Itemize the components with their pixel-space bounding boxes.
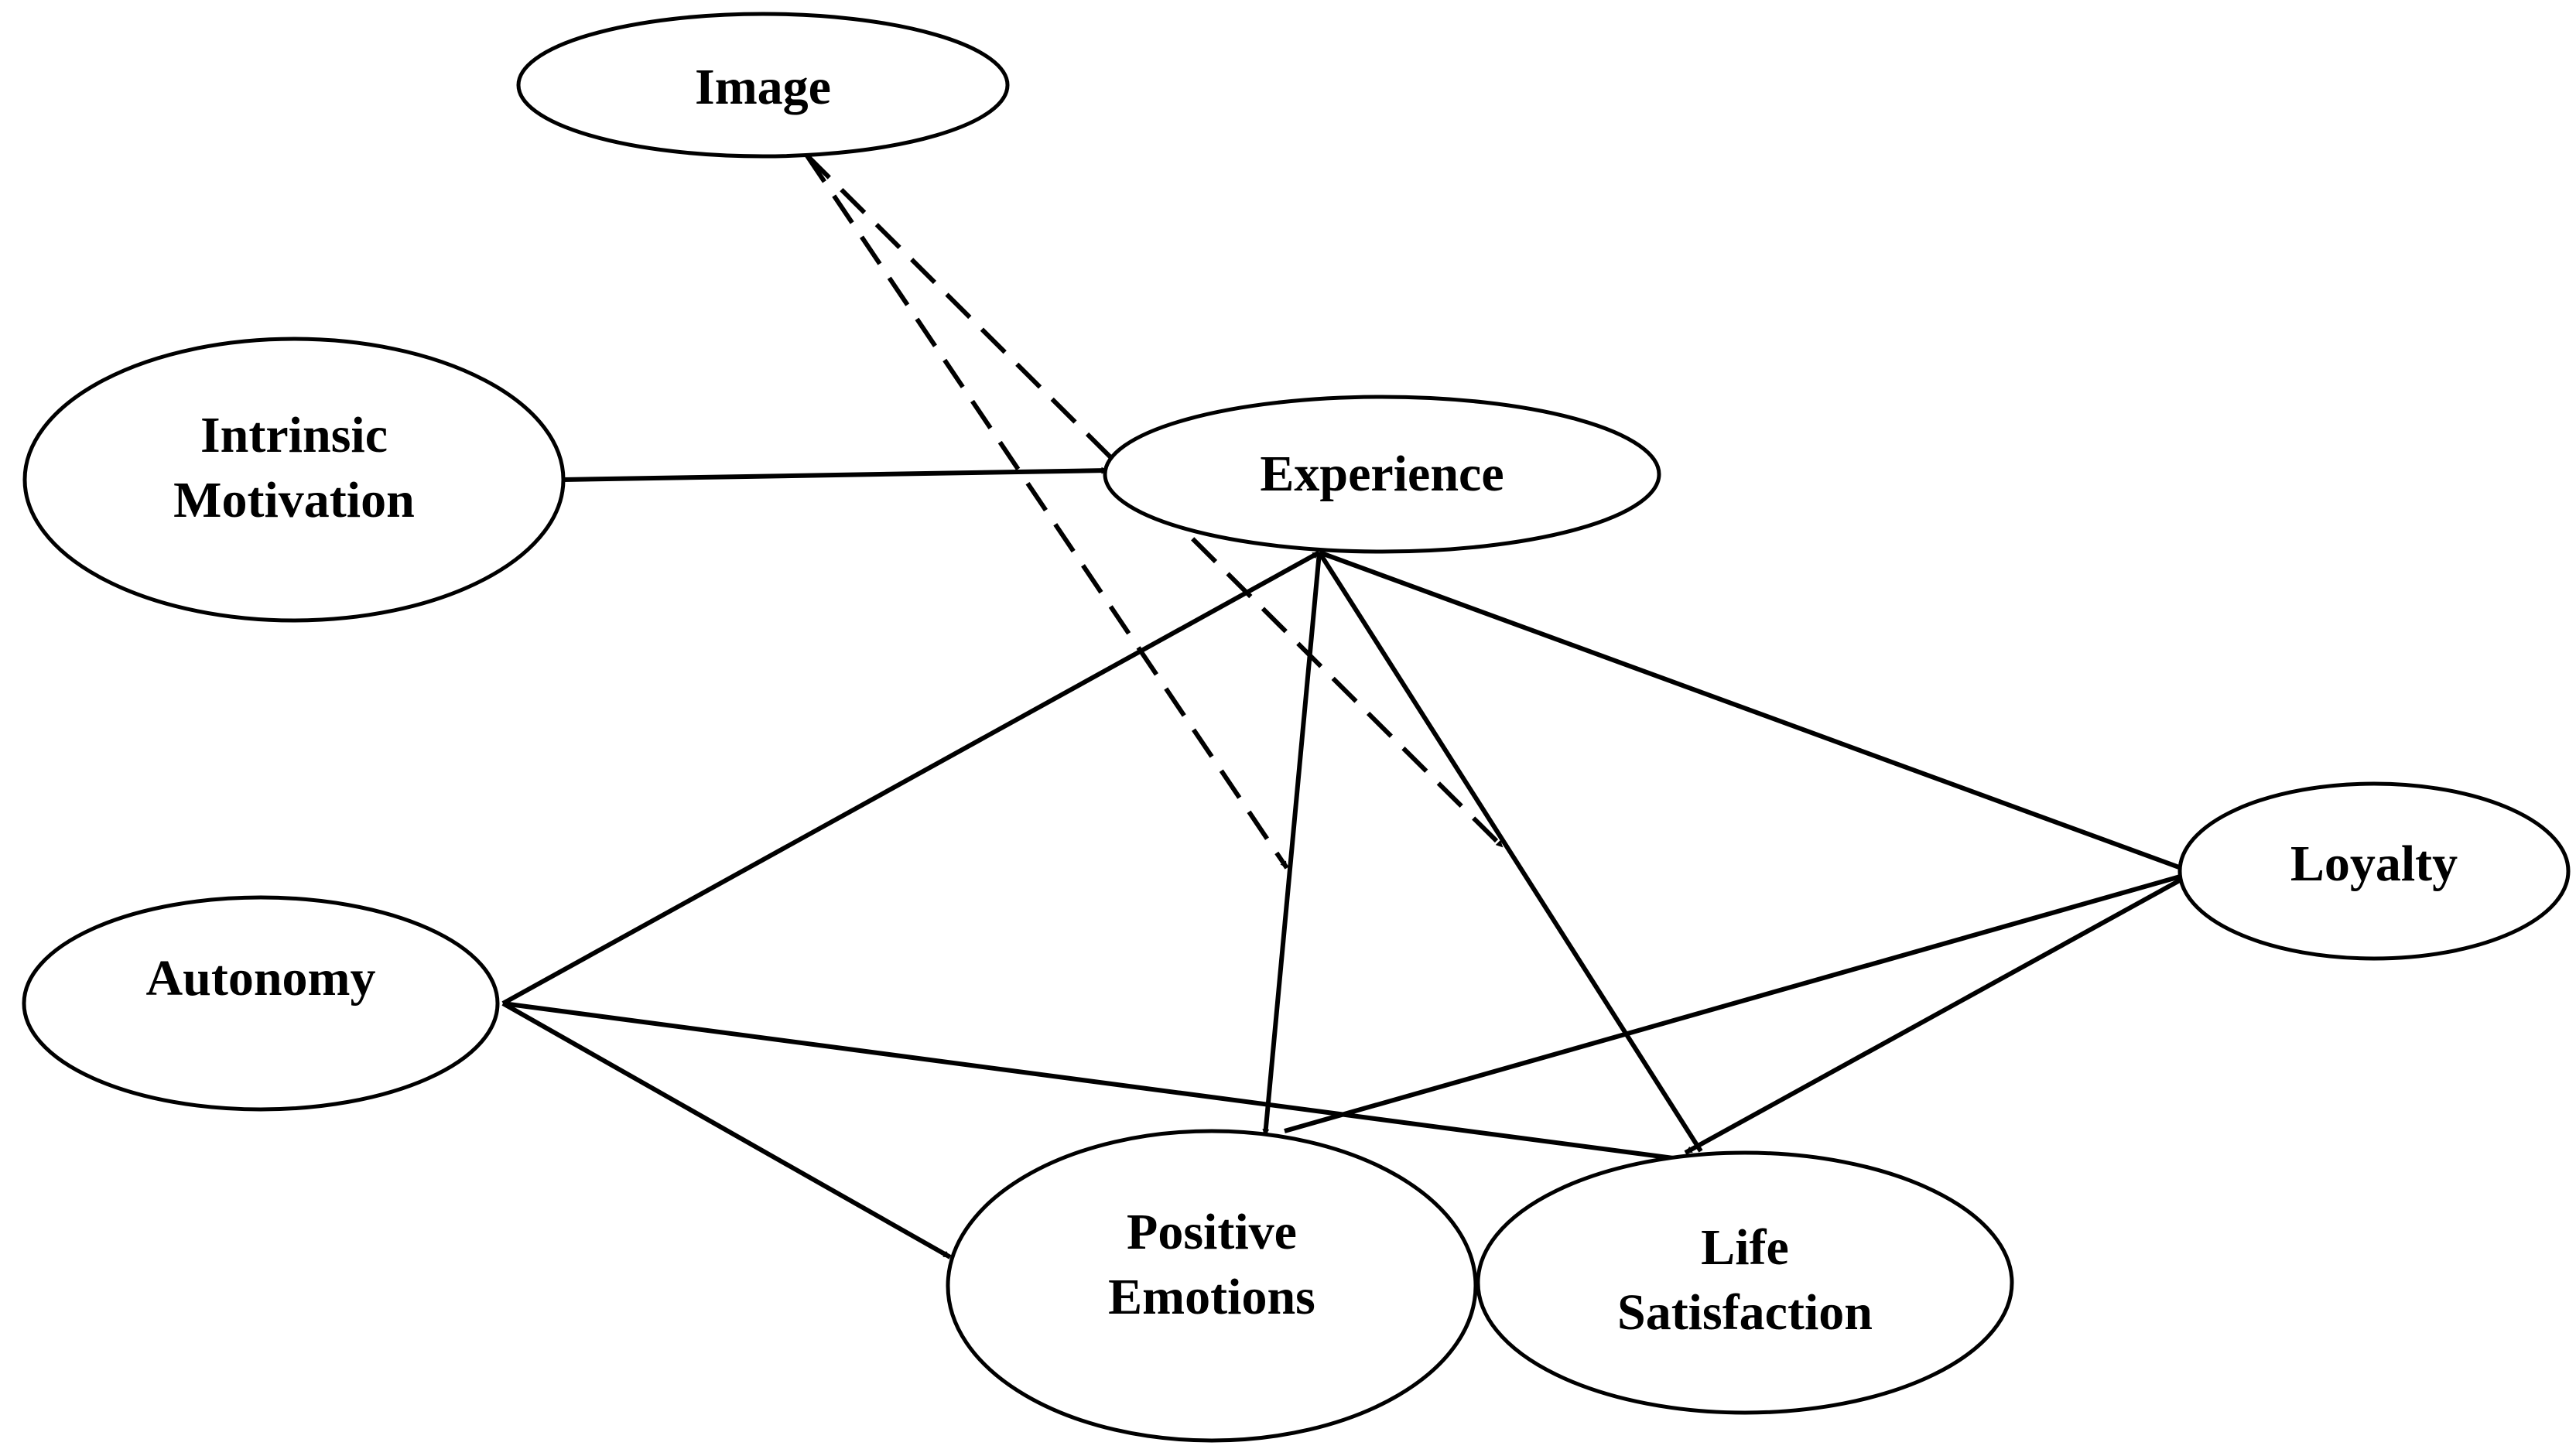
node-intrinsic-motivation: Intrinsic Motivation (22, 337, 566, 623)
node-life-satisfaction-label-line2: Satisfaction (1617, 1284, 1873, 1341)
edge-experience-to-life-satisfaction (1317, 551, 1703, 1153)
edge-positive-emotions-to-loyalty (1284, 870, 2195, 1133)
node-life-satisfaction: Life Satisfaction (1476, 1150, 2014, 1415)
edge-experience-to-positive-emotions (1262, 552, 1322, 1136)
node-experience: Experience (1103, 395, 1661, 554)
node-autonomy-label: Autonomy (145, 950, 375, 1007)
node-loyalty: Loyalty (2177, 781, 2571, 961)
node-loyalty-label: Loyalty (2290, 836, 2458, 892)
node-image-label: Image (695, 59, 831, 115)
node-positive-emotions-label-line1: Positive (1127, 1204, 1297, 1260)
edges-layer (501, 152, 2201, 1259)
edge-autonomy-to-life-satisfaction (502, 1001, 1692, 1164)
edge-experience-to-loyalty (1318, 550, 2195, 875)
node-intrinsic-motivation-label-line1: Intrinsic (200, 407, 388, 463)
node-positive-emotions: Positive Emotions (946, 1129, 1478, 1443)
edge-autonomy-to-experience (501, 550, 1321, 1006)
edge-intrinsic-motivation-to-experience (563, 467, 1109, 482)
edge-autonomy-to-positive-emotions (501, 1001, 952, 1259)
node-intrinsic-motivation-label-line2: Motivation (173, 472, 415, 528)
node-positive-emotions-label-line2: Emotions (1108, 1269, 1315, 1325)
node-image: Image (516, 12, 1010, 159)
edge-image-to-life-satisfaction (804, 152, 1505, 849)
node-life-satisfaction-label-line1: Life (1701, 1219, 1789, 1276)
node-experience-label: Experience (1260, 446, 1504, 502)
edge-loyalty-life-satisfaction-bidirectional (1684, 866, 2201, 1155)
node-autonomy: Autonomy (22, 895, 500, 1112)
edge-image-to-positive-emotions (804, 153, 1289, 870)
